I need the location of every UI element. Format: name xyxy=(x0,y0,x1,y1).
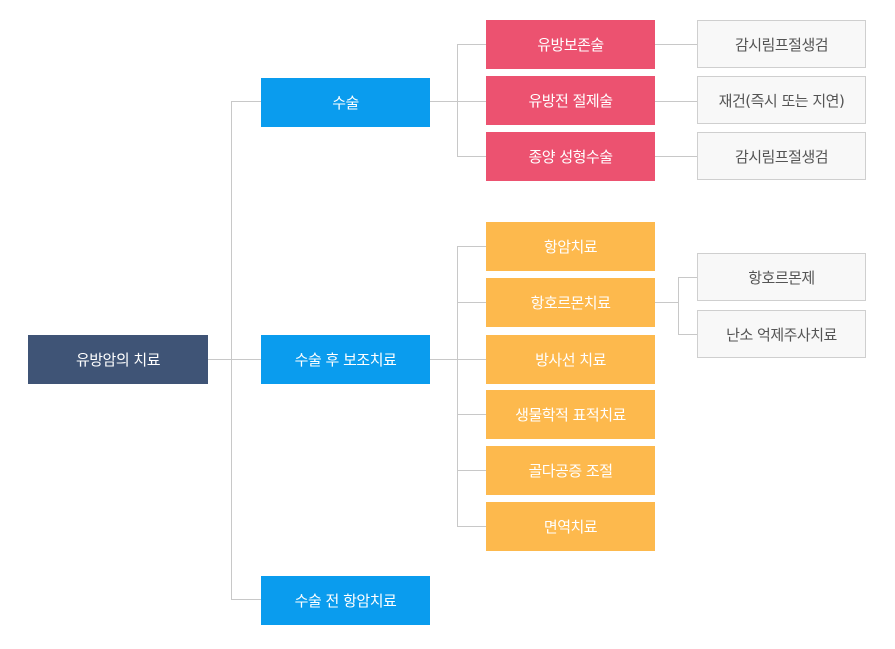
surgery-detail-label: 감시림프절생검 xyxy=(734,35,829,54)
adjuvant-therapy-node-label: 수술 후 보조치료 xyxy=(294,351,397,369)
surgery-detail-label: 재건(즉시 또는 지연) xyxy=(718,91,845,110)
adjuvant-item-node: 방사선 치료 xyxy=(486,335,655,384)
adjuvant-item-node: 골다공증 조절 xyxy=(486,446,655,495)
adjuvant-item-node: 항호르몬치료 xyxy=(486,278,655,327)
surgery-type-label: 종양 성형수술 xyxy=(528,148,613,166)
adjuvant-item-node: 면역치료 xyxy=(486,502,655,551)
adjuvant-item-label: 항암치료 xyxy=(543,238,598,256)
surgery-type-node: 유방전 절제술 xyxy=(486,76,655,125)
hormone-detail-label: 난소 억제주사치료 xyxy=(726,325,837,344)
surgery-detail-node: 감시림프절생검 xyxy=(697,20,866,68)
root-node: 유방암의 치료 xyxy=(28,335,208,384)
surgery-type-label: 유방전 절제술 xyxy=(528,92,613,110)
surgery-node: 수술 xyxy=(261,78,430,127)
adjuvant-item-label: 항호르몬치료 xyxy=(530,294,611,312)
adjuvant-item-node: 항암치료 xyxy=(486,222,655,271)
surgery-detail-node: 감시림프절생검 xyxy=(697,132,866,180)
adjuvant-item-label: 방사선 치료 xyxy=(535,351,606,369)
hormone-detail-label: 항호르몬제 xyxy=(748,268,815,287)
surgery-detail-label: 감시림프절생검 xyxy=(734,147,829,166)
hormone-detail-node: 항호르몬제 xyxy=(697,253,866,301)
adjuvant-item-label: 골다공증 조절 xyxy=(528,462,613,480)
neoadjuvant-chemo-node-label: 수술 전 항암치료 xyxy=(294,592,397,610)
adjuvant-item-label: 면역치료 xyxy=(543,518,598,536)
surgery-type-label: 유방보존술 xyxy=(537,36,604,54)
neoadjuvant-chemo-node: 수술 전 항암치료 xyxy=(261,576,430,625)
surgery-node-label: 수술 xyxy=(332,94,359,112)
adjuvant-item-label: 생물학적 표적치료 xyxy=(515,406,626,424)
surgery-type-node: 종양 성형수술 xyxy=(486,132,655,181)
hormone-detail-node: 난소 억제주사치료 xyxy=(697,310,866,358)
root-node-label: 유방암의 치료 xyxy=(75,351,161,369)
adjuvant-item-node: 생물학적 표적치료 xyxy=(486,390,655,439)
adjuvant-therapy-node: 수술 후 보조치료 xyxy=(261,335,430,384)
surgery-detail-node: 재건(즉시 또는 지연) xyxy=(697,76,866,124)
surgery-type-node: 유방보존술 xyxy=(486,20,655,69)
